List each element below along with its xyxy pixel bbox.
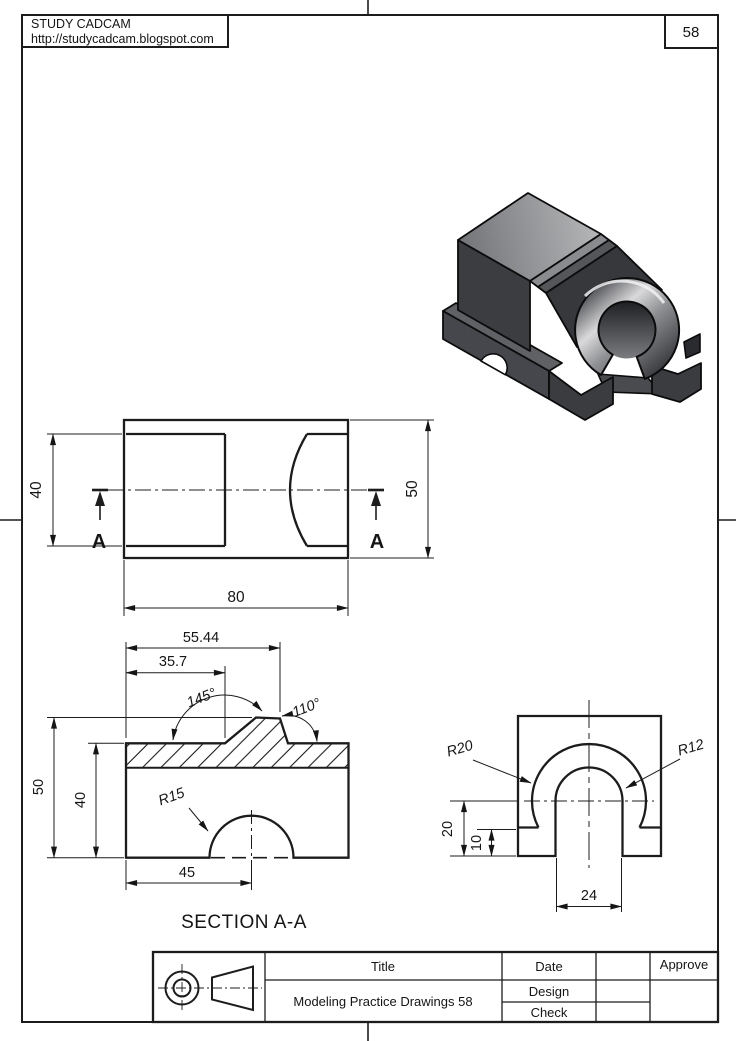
r12-leader	[625, 758, 681, 789]
r12-label: R12	[676, 737, 706, 760]
dim-20-label: 20	[440, 821, 456, 837]
end-view: 20 10 24 R20 R12	[440, 700, 706, 912]
approve-label: Approve	[660, 957, 708, 972]
section-title: SECTION A-A	[181, 912, 307, 933]
iso-right-foot	[651, 362, 702, 403]
section-arrow-right	[368, 488, 384, 520]
dim-50-right	[350, 419, 434, 559]
top-view: 40 50 80 A A	[28, 418, 434, 616]
iso-base-arch-notch	[480, 353, 508, 376]
dim-5544	[125, 642, 281, 738]
iso-bore	[598, 301, 656, 359]
section-hatch	[126, 717, 349, 768]
dim-45	[125, 860, 252, 890]
sheet-number-box	[664, 14, 719, 49]
date-label: Date	[535, 959, 562, 974]
dim-24-label: 24	[581, 888, 597, 904]
dim-80-label: 80	[227, 589, 245, 606]
dim-10-label: 10	[469, 835, 485, 851]
r15-label: R15	[156, 785, 187, 809]
dim-5544-label: 55.44	[183, 630, 219, 646]
dim-40-left	[47, 433, 122, 547]
r15-leader	[188, 807, 209, 832]
dim-40-section	[88, 742, 124, 859]
r20-leader	[472, 759, 532, 784]
dim-40-section-label: 40	[73, 792, 89, 808]
angle-145-arc	[171, 694, 263, 741]
section-outline	[124, 716, 350, 859]
site-name: STUDY CADCAM	[31, 17, 131, 31]
end-view-outline	[516, 714, 663, 858]
section-label-right: A	[370, 531, 384, 553]
angle-145-label: 145°	[185, 685, 219, 711]
iso-arch-ring	[574, 277, 681, 380]
site-url: http://studycadcam.blogspot.com	[31, 32, 214, 46]
design-label: Design	[529, 984, 569, 999]
dim-357-label: 35.7	[159, 654, 187, 670]
dim-80-bottom	[123, 560, 349, 616]
dim-40-left-label: 40	[28, 481, 45, 499]
title-label: Title	[371, 959, 395, 974]
header-box	[21, 14, 229, 48]
iso-front-foot	[548, 370, 614, 421]
title-block: Title Modeling Practice Drawings 58 Date…	[151, 950, 720, 1024]
top-view-outline	[122, 418, 350, 560]
dim-50-right-label: 50	[404, 480, 421, 498]
iso-view	[442, 192, 702, 421]
angle-110-label: 110°	[290, 696, 323, 721]
dim-50-section-label: 50	[31, 779, 47, 795]
header: STUDY CADCAM http://studycadcam.blogspot…	[21, 14, 719, 49]
dim-24	[556, 858, 622, 912]
section-arrow-left	[92, 488, 108, 520]
title-value: Modeling Practice Drawings 58	[293, 994, 472, 1009]
section-label-left: A	[92, 531, 106, 553]
dim-45-label: 45	[179, 865, 195, 881]
dim-20	[450, 800, 518, 857]
dim-50-section	[47, 717, 252, 859]
section-view: 55.44 35.7 145° 110° 50 40 45	[31, 630, 350, 933]
dim-10	[477, 829, 516, 857]
check-label: Check	[531, 1005, 568, 1020]
angle-110-arc	[281, 710, 319, 742]
r20-label: R20	[445, 738, 475, 761]
projection-symbol	[158, 964, 262, 1012]
iso-arch-highlight	[583, 279, 666, 304]
sheet-number: 58	[683, 24, 700, 41]
iso-hook-notch	[683, 333, 701, 359]
